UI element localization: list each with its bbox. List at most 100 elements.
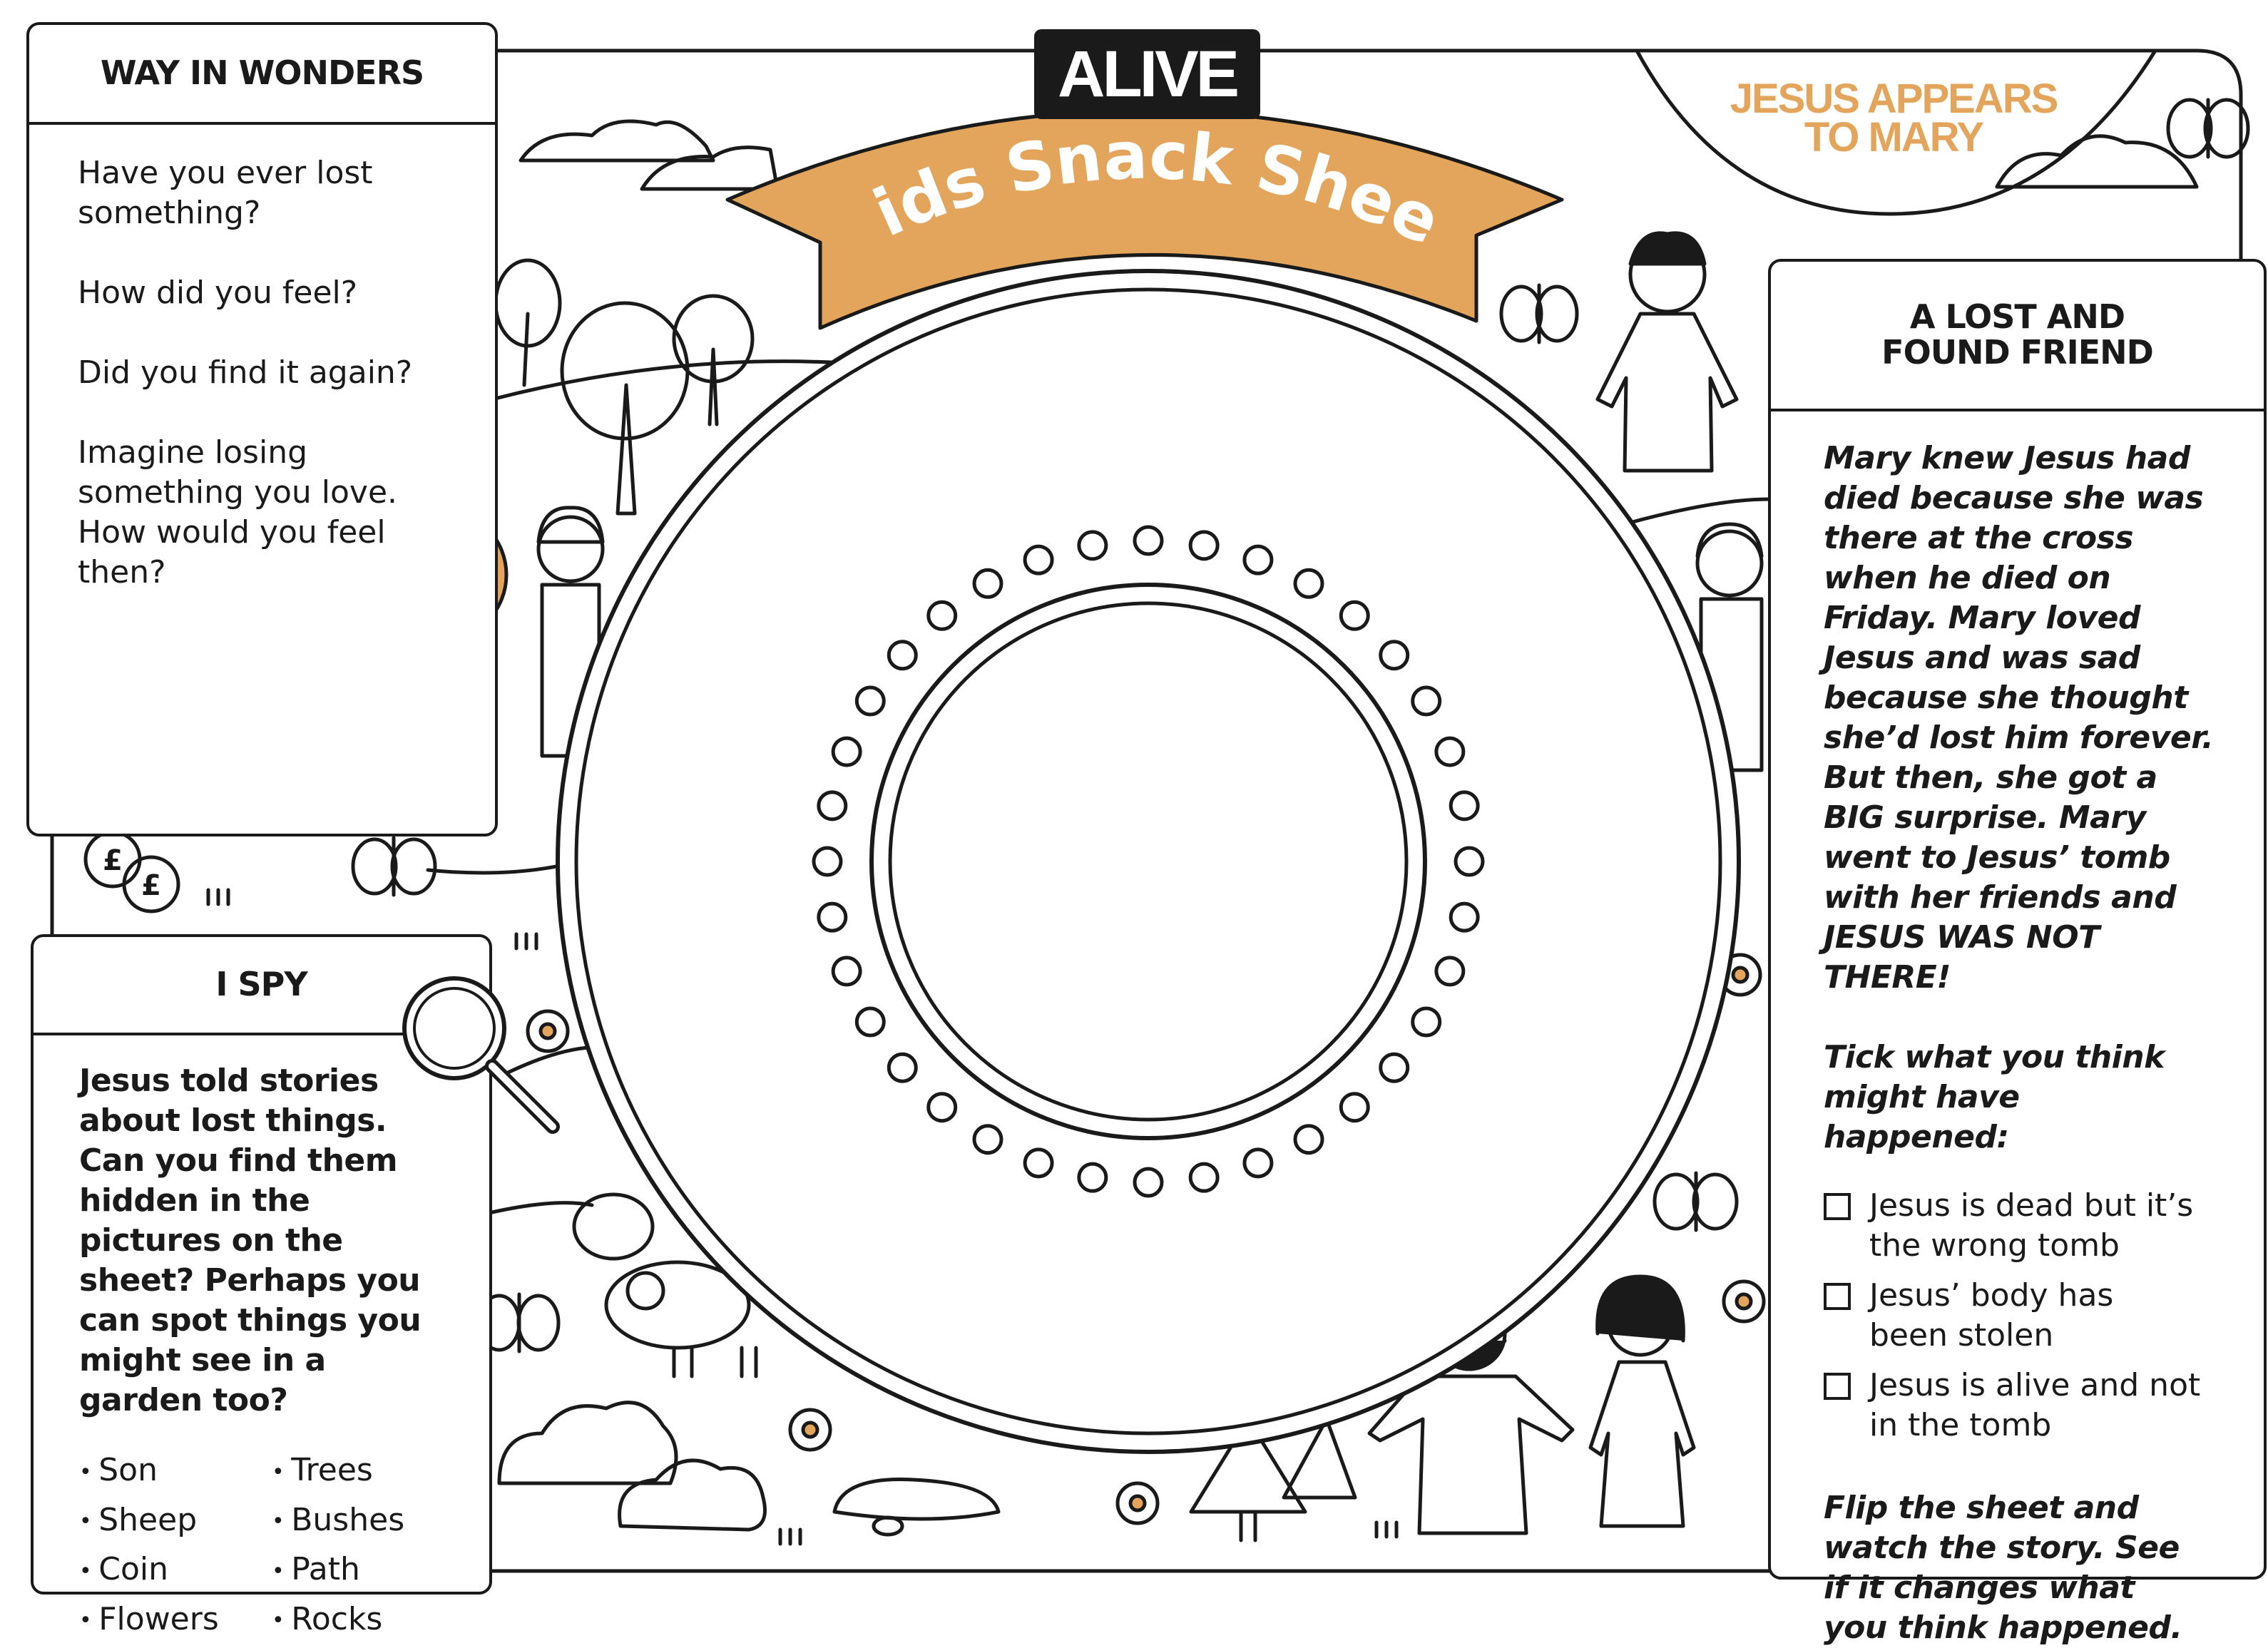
question: Did you find it again?: [78, 354, 413, 391]
plate-dot: [1242, 544, 1274, 575]
plate-dot: [1339, 600, 1370, 631]
plate-dot: [1293, 568, 1324, 599]
plate-dot: [854, 1006, 886, 1038]
scene-illustration: £ £ Kids Snack Sheet: [50, 48, 2250, 1573]
flower-icon: [526, 1009, 570, 1053]
plate-dot: [1188, 530, 1220, 561]
story-text: Mary knew Jesus had died because she was…: [1824, 440, 2214, 996]
panel-heading: WAY IN WONDERS: [29, 25, 495, 125]
spy-intro: Jesus told stories about lost things. Ca…: [79, 1063, 422, 1418]
plate-dot: [1454, 846, 1485, 877]
plate-dot: [1133, 1167, 1164, 1198]
option-3[interactable]: Jesus is alive and not in the tomb: [1824, 1366, 2228, 1445]
alive-logo: ALIVE: [1034, 29, 1260, 119]
checkbox[interactable]: [1824, 1283, 1851, 1310]
person-mary: [1588, 1274, 1696, 1528]
plate-dot: [1293, 1124, 1324, 1155]
story-panel: A LOST AND FOUND FRIEND Mary knew Jesus …: [1768, 259, 2267, 1646]
plate-dot: [1188, 1162, 1220, 1193]
rock: [872, 1515, 904, 1537]
way-in-wonders-panel: WAY IN WONDERS Have you ever lost someth…: [26, 22, 498, 836]
plate-dot: [1023, 1147, 1054, 1179]
svg-text:£: £: [103, 844, 123, 877]
plate-dot: [926, 1092, 958, 1123]
ground: [426, 864, 558, 875]
flower-icon: [1115, 1481, 1160, 1525]
spy-item: Path: [272, 1545, 457, 1595]
spy-list: Son Trees Sheep Bushes Coin Path Flowers…: [79, 1446, 461, 1644]
bush: [497, 1401, 678, 1485]
sheep: [572, 1192, 655, 1261]
plate-dot: [1434, 956, 1466, 987]
spy-item: Son: [79, 1446, 272, 1496]
question: Have you ever lost something?: [78, 155, 373, 231]
tree: [1282, 1417, 1357, 1500]
plate-dot: [1434, 736, 1466, 767]
butterfly-icon: [2166, 98, 2250, 159]
option-1[interactable]: Jesus is dead but it’s the wrong tomb: [1824, 1186, 2228, 1266]
cloud: [519, 119, 715, 163]
svg-text:£: £: [141, 869, 161, 902]
plate-dot: [1023, 544, 1054, 575]
butterfly-icon: [1653, 1171, 1739, 1232]
plate-dot: [817, 901, 848, 933]
panel-heading: A LOST AND FOUND FRIEND: [1771, 262, 2264, 411]
cloud: [1995, 134, 2199, 189]
plate-dot: [1339, 1092, 1370, 1123]
checkbox[interactable]: [1824, 1373, 1851, 1400]
plate-dot: [854, 685, 886, 717]
butterfly-icon: [1499, 283, 1579, 344]
spy-item: Bushes: [272, 1496, 457, 1546]
tree: [1189, 1417, 1307, 1542]
plate-outer: [556, 269, 1741, 1454]
spy-item: Rocks: [272, 1595, 457, 1645]
plate-dot: [817, 790, 848, 822]
plate-dot: [887, 1052, 918, 1083]
panel-heading: I SPY: [34, 937, 489, 1035]
plate-dot: [972, 568, 1003, 599]
plate-rim: [574, 287, 1722, 1435]
plate-dot: [887, 640, 918, 671]
plate-dot: [1449, 790, 1480, 822]
plate-dot: [1411, 1006, 1442, 1038]
person-son: [1595, 231, 1739, 473]
magnifier-icon: [402, 976, 560, 1134]
spy-item: Trees: [272, 1446, 457, 1496]
plate-dot: [831, 956, 862, 987]
plate-dot: [1379, 1052, 1410, 1083]
spy-item: Sheep: [79, 1496, 272, 1546]
plate-dot: [1242, 1147, 1274, 1179]
coin-icon: [122, 855, 180, 913]
plate-dot: [972, 1124, 1003, 1155]
bush: [618, 1458, 767, 1532]
sheep: [604, 1260, 751, 1350]
dot-ring: [812, 525, 1485, 1198]
plate-dot: [1449, 901, 1480, 933]
spy-item: Coin: [79, 1545, 272, 1595]
flower-icon: [788, 1408, 832, 1452]
question: Imagine losing something you love. How w…: [78, 434, 398, 590]
plate-dot: [1077, 530, 1108, 561]
plate-dot: [812, 846, 843, 877]
flower-icon: [1722, 1279, 1766, 1324]
banner-ribbon: [725, 108, 1564, 330]
plate-dot: [1411, 685, 1442, 717]
cloud: [640, 145, 780, 191]
option-2[interactable]: Jesus’ body has been stolen: [1824, 1276, 2228, 1356]
plate-inner-ring: [869, 583, 1427, 1140]
outro-text: Flip the sheet and watch the story. See …: [1824, 1490, 2182, 1646]
question: How did you feel?: [78, 275, 358, 311]
plate-dot: [926, 600, 958, 631]
rock: [832, 1478, 1001, 1521]
i-spy-panel: I SPY Jesus told stories about lost thin…: [31, 934, 492, 1637]
plate-dot: [1133, 525, 1164, 556]
hill: [1610, 497, 1771, 530]
spy-item: Flowers: [79, 1595, 272, 1645]
butterfly-icon: [351, 836, 437, 897]
plate-dot: [831, 736, 862, 767]
plate-center: [888, 601, 1409, 1122]
checkbox[interactable]: [1824, 1193, 1851, 1220]
tick-prompt: Tick what you think might have happened:: [1824, 1039, 2165, 1155]
plate-dot: [1077, 1162, 1108, 1193]
